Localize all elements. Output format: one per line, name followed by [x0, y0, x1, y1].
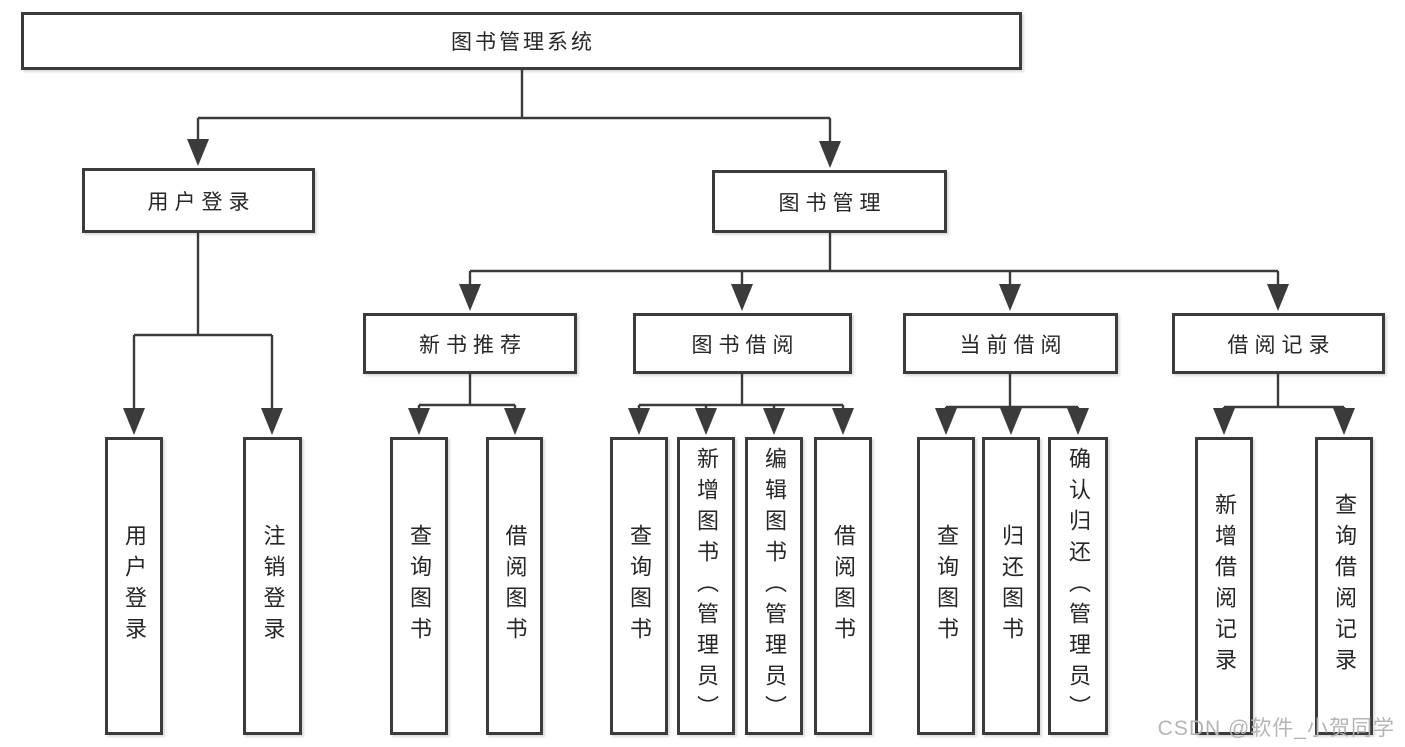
leaf-edit-books-admin: 编辑图书（管理员） — [745, 437, 803, 735]
arrowhead — [1067, 408, 1089, 435]
arrowhead — [459, 284, 481, 311]
leaf-add-borrow-record: 新增借阅记录 — [1195, 437, 1253, 735]
leaf-borrow-books-2: 借阅图书 — [814, 437, 872, 735]
connector-book-mgmt — [468, 233, 1280, 287]
connector-new-books — [417, 374, 517, 412]
node-library-system-label: 图书管理系统 — [451, 31, 595, 54]
leaf-user-login-label: 用户登录 — [122, 524, 147, 648]
leaf-logout: 注销登录 — [243, 437, 302, 735]
arrowhead — [731, 284, 753, 311]
node-book-management: 图书管理 — [712, 170, 947, 233]
arrowhead — [935, 408, 957, 435]
node-user-login-label: 用户登录 — [147, 190, 256, 214]
arrowhead — [832, 408, 854, 435]
arrowhead — [695, 408, 717, 435]
node-user-login: 用户登录 — [82, 168, 315, 233]
node-book-borrow-label: 图书借阅 — [691, 333, 800, 357]
leaf-query-borrow-record-label: 查询借阅记录 — [1332, 493, 1357, 679]
leaf-confirm-return-admin: 确认归还（管理员） — [1048, 437, 1108, 735]
leaf-query-books-2: 查询图书 — [610, 437, 668, 735]
leaf-query-books-1: 查询图书 — [390, 437, 448, 735]
leaf-return-books-label: 归还图书 — [999, 524, 1024, 648]
arrowhead — [628, 408, 650, 435]
arrowhead — [1333, 408, 1355, 435]
leaf-query-books-3: 查询图书 — [917, 437, 975, 735]
leaf-return-books: 归还图书 — [982, 437, 1040, 735]
arrowhead — [261, 408, 283, 435]
node-borrow-records: 借阅记录 — [1172, 313, 1385, 374]
node-book-management-label: 图书管理 — [778, 191, 887, 215]
arrowhead — [123, 408, 145, 435]
leaf-query-books-2-label: 查询图书 — [627, 524, 652, 648]
arrowhead — [504, 408, 526, 435]
leaf-add-books-admin-label: 新增图书（管理员） — [694, 446, 719, 726]
leaf-query-books-3-label: 查询图书 — [934, 524, 959, 648]
leaf-logout-label: 注销登录 — [260, 524, 286, 648]
leaf-query-books-1-label: 查询图书 — [407, 524, 432, 648]
leaf-edit-books-admin-label: 编辑图书（管理员） — [762, 446, 787, 726]
node-library-system: 图书管理系统 — [21, 12, 1022, 70]
arrowhead — [1267, 284, 1289, 311]
leaf-add-books-admin: 新增图书（管理员） — [677, 437, 735, 735]
leaf-user-login: 用户登录 — [105, 437, 163, 735]
node-new-book-recommend: 新书推荐 — [363, 313, 577, 374]
arrowhead — [819, 141, 841, 168]
connector-root — [196, 69, 832, 144]
leaf-confirm-return-admin-label: 确认归还（管理员） — [1066, 446, 1091, 726]
leaf-query-borrow-record: 查询借阅记录 — [1315, 437, 1373, 735]
node-book-borrow: 图书借阅 — [633, 313, 852, 374]
node-current-borrow-label: 当前借阅 — [959, 333, 1068, 357]
node-current-borrow: 当前借阅 — [903, 313, 1118, 374]
connector-current-borrow — [944, 374, 1080, 412]
node-new-book-recommend-label: 新书推荐 — [419, 333, 527, 357]
arrowhead — [1000, 408, 1022, 435]
leaf-add-borrow-record-label: 新增借阅记录 — [1212, 493, 1237, 679]
arrowhead — [999, 284, 1021, 311]
leaf-borrow-books-1: 借阅图书 — [486, 437, 543, 735]
leaf-borrow-books-2-label: 借阅图书 — [831, 524, 856, 648]
arrowhead — [408, 408, 430, 435]
connector-user-login — [132, 233, 274, 410]
arrowhead — [1213, 408, 1235, 435]
connector-book-borrow — [637, 374, 845, 412]
node-borrow-records-label: 借阅记录 — [1227, 333, 1336, 357]
connector-borrow-records — [1222, 374, 1346, 412]
arrowhead — [187, 139, 209, 166]
arrowhead — [763, 408, 785, 435]
csdn-watermark: CSDN @软件_小贺同学 — [1157, 717, 1395, 740]
leaf-borrow-books-1-label: 借阅图书 — [502, 524, 528, 648]
